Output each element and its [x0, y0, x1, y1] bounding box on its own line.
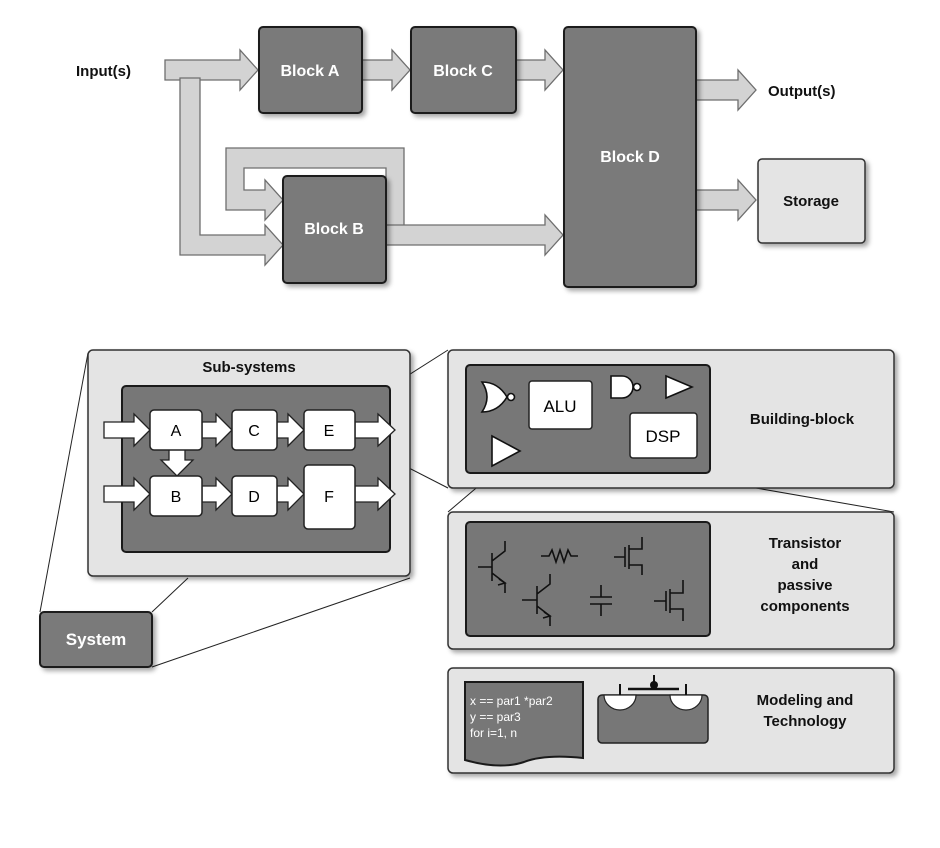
nor-gate-bubble-icon	[506, 392, 516, 402]
subsystem-e-label: E	[324, 423, 335, 440]
code-line-2: y == par3	[470, 710, 521, 724]
block-a-label: Block A	[281, 63, 340, 80]
subsystem-c	[231, 409, 278, 451]
amplifier-triangle-icon	[491, 434, 522, 468]
block-c-to-block-d-arrow	[515, 48, 564, 92]
subsystem-arrows	[103, 412, 396, 512]
block-a-to-block-c-arrow	[361, 48, 411, 92]
subsystem-f-label: F	[324, 489, 334, 506]
subsystem-f	[303, 464, 356, 530]
transistor-label-line4: components	[760, 598, 849, 615]
dsp-block	[629, 412, 698, 459]
subsystem-c-label: C	[248, 423, 260, 440]
subsystem-a	[149, 409, 203, 451]
subsystem-e	[303, 409, 356, 451]
subsystem-d-label: D	[248, 489, 260, 506]
dsp-label: DSP	[646, 427, 681, 446]
mosfet-transistor-icon	[614, 537, 643, 575]
alu-block	[528, 380, 593, 430]
device-cross-section-icon	[597, 675, 709, 744]
code-document	[464, 681, 584, 767]
subsystems-title: Sub-systems	[202, 359, 295, 376]
subsystem-d	[231, 475, 278, 517]
top-block-diagram: Input(s) Block A Block C Block D Block B…	[76, 26, 866, 288]
transistor-inner	[465, 521, 711, 637]
subsystem-b-label: B	[171, 489, 182, 506]
building-block-label: Building-block	[750, 411, 855, 428]
block-b-to-block-d-arrow	[385, 213, 564, 257]
bjt-transistor-2-icon	[522, 574, 552, 626]
nor-gate-icon	[480, 381, 508, 413]
subsystem-a-label: A	[171, 423, 182, 440]
hierarchy-diagram: Sub-systems A B C D E F System	[39, 349, 895, 774]
block-a	[258, 26, 363, 114]
transistor-label-line3: passive	[777, 577, 832, 594]
transistor-label-line2: and	[792, 556, 819, 573]
subsystem-b	[149, 475, 203, 517]
output-label: Output(s)	[768, 83, 835, 100]
flow-arrows	[164, 48, 757, 267]
code-line-1: x == par1 *par2	[470, 694, 553, 708]
input-to-block-b-arrow	[179, 77, 284, 267]
block-b	[282, 175, 387, 284]
block-d-label: Block D	[600, 149, 660, 166]
block-c-label: Block C	[433, 63, 493, 80]
storage-block	[757, 158, 866, 244]
nand-gate-bubble-icon	[632, 382, 642, 392]
input-to-block-a-arrow	[164, 48, 259, 92]
transistor-label-line1: Transistor	[769, 535, 842, 552]
modeling-label-line1: Modeling and	[757, 692, 854, 709]
code-line-3: for i=1, n	[470, 726, 517, 740]
block-b-label: Block B	[304, 221, 364, 238]
mosfet-transistor-2-icon	[654, 580, 684, 621]
resistor-icon	[541, 547, 578, 565]
alu-label: ALU	[543, 397, 576, 416]
bjt-transistor-icon	[478, 541, 507, 593]
storage-label: Storage	[783, 193, 839, 210]
system-label: System	[66, 630, 126, 649]
input-label: Input(s)	[76, 63, 131, 80]
buffer-triangle-icon	[665, 374, 695, 400]
block-d-to-storage-arrow	[695, 178, 757, 222]
modeling-label-line2: Technology	[763, 713, 847, 730]
nand-gate-icon	[610, 375, 634, 399]
capacitor-icon	[590, 585, 612, 616]
block-c	[410, 26, 517, 114]
block-d	[563, 26, 697, 288]
block-d-to-output-arrow	[695, 68, 757, 112]
system-block	[39, 611, 153, 668]
